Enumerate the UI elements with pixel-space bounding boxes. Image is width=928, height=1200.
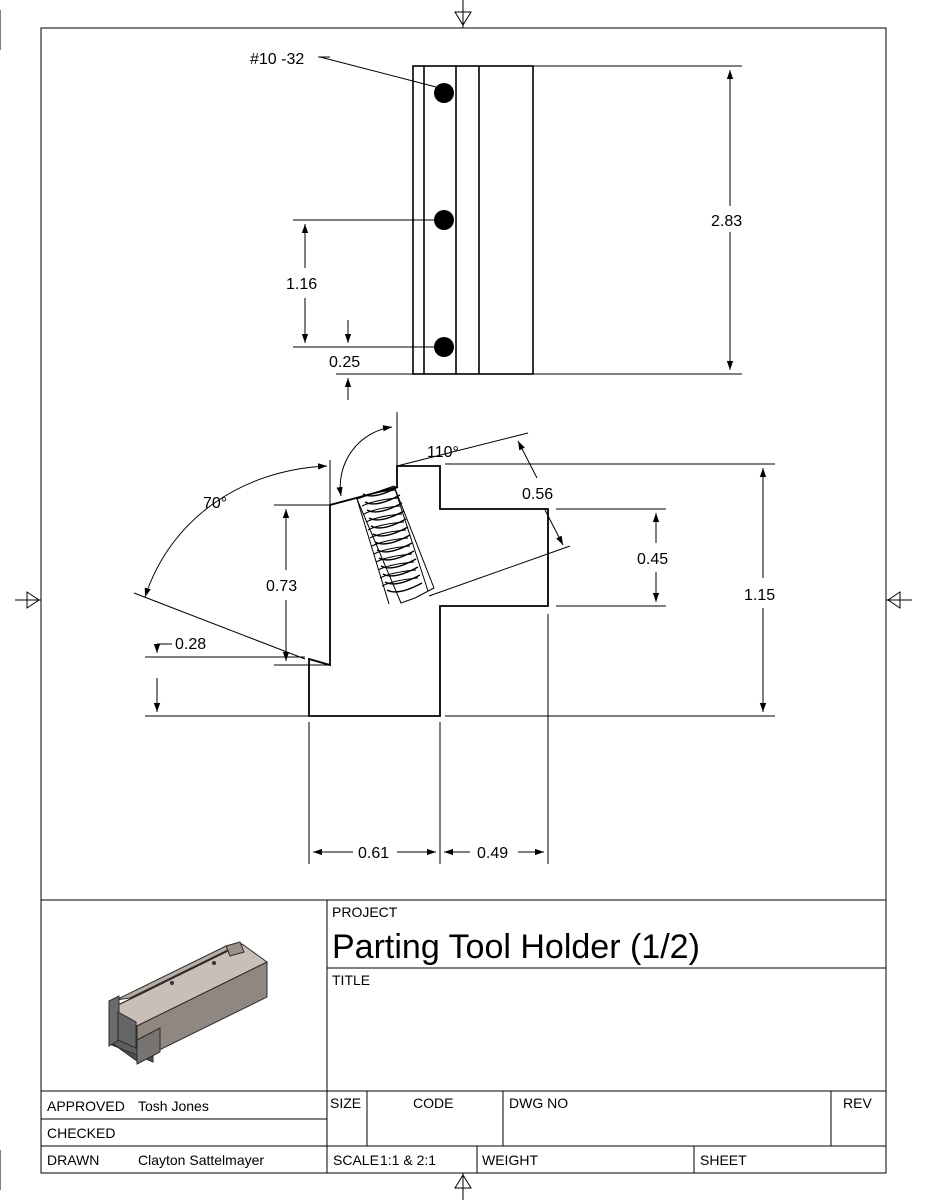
dim-left-height-text: 0.73 [266,578,297,595]
spring-hole [356,485,435,605]
dim-chamfer-text: 0.56 [522,486,553,503]
front-view: 110° 70° 0.56 0.45 1.1 [133,412,775,864]
dim-overall-length [533,65,742,375]
scale-value: 1:1 & 2:1 [380,1152,436,1168]
code-label: CODE [413,1095,453,1111]
dim-hole-spacing [293,219,434,348]
dim-lip-text: 0.28 [175,636,206,653]
checked-label: CHECKED [47,1125,115,1141]
dim-overall-height [445,463,775,717]
title-block: PROJECT Parting Tool Holder (1/2) TITLE … [41,899,886,1173]
dim-right-step [556,508,666,607]
dim-left-width-text: 0.61 [358,845,389,862]
dim-right-step-text: 0.45 [637,551,668,568]
sheet-label: SHEET [700,1152,747,1168]
dim-angle-top-text: 110° [427,444,459,461]
title-label: TITLE [332,972,370,988]
rev-label: REV [843,1095,872,1111]
dim-hole-spacing-text: 1.16 [286,276,317,293]
approved-label: APPROVED [47,1098,125,1114]
weight-label: WEIGHT [482,1152,538,1168]
dim-widths [308,614,549,864]
thread-leader [319,56,437,88]
dwg-no-label: DWG NO [509,1095,568,1111]
tapped-hole-1 [434,83,454,103]
dim-right-width-text: 0.49 [477,845,508,862]
title-block-grid [41,899,886,1173]
dim-chamfer [428,440,571,597]
dim-hole-offset [336,320,413,400]
drawn-name: Clayton Sattelmayer [138,1152,264,1168]
drawn-label: DRAWN [47,1152,99,1168]
project-name: Parting Tool Holder (1/2) [332,928,700,966]
approved-name: Tosh Jones [138,1098,209,1114]
dim-overall-length-text: 2.83 [711,213,742,230]
size-label: SIZE [330,1095,361,1111]
dim-overall-height-text: 1.15 [744,587,775,604]
scale-label: SCALE [333,1152,379,1168]
dim-angle-left-text: 70° [203,495,227,512]
dim-angle-top [336,412,529,497]
dim-left-height [274,504,330,666]
isometric-thumbnail [108,941,268,1065]
dim-lip [145,643,309,717]
dim-angle-left [133,460,331,660]
thread-callout: #10 -32 [250,51,304,68]
dim-hole-offset-text: 0.25 [329,354,360,371]
tapped-hole-2 [434,210,454,230]
project-label: PROJECT [332,904,398,920]
centering-marks [15,0,912,1200]
tapped-hole-3 [434,337,454,357]
top-view: #10 -32 2.83 1.16 0.25 [250,51,742,400]
